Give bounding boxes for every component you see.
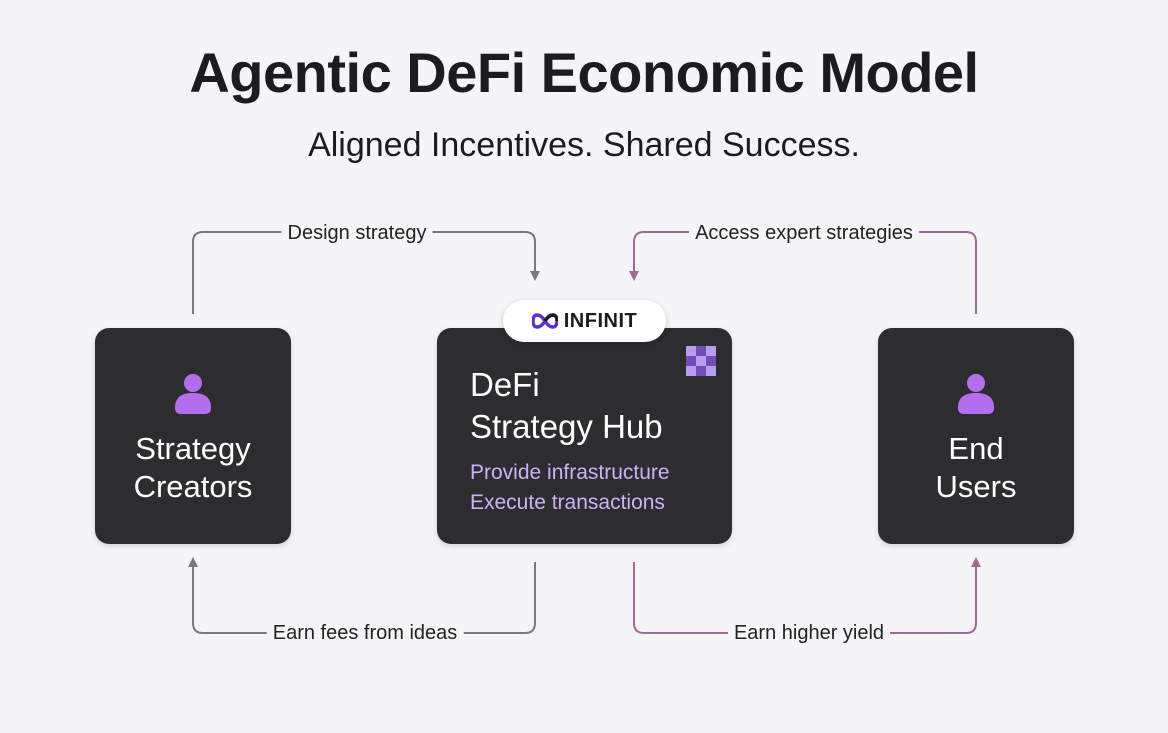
infinit-badge: INFINIT bbox=[503, 300, 666, 342]
creators-name-line1: Strategy bbox=[135, 431, 251, 466]
hub-title-line1: DeFi bbox=[470, 366, 540, 403]
strategy-creators-card: Strategy Creators bbox=[95, 328, 291, 544]
brand-name: INFINIT bbox=[563, 309, 638, 332]
hub-desc-line1: Provide infrastructure bbox=[470, 461, 670, 484]
hub-description: Provide infrastructure Execute transacti… bbox=[470, 458, 670, 518]
person-icon bbox=[175, 374, 211, 414]
strategy-creators-name: Strategy Creators bbox=[95, 430, 291, 506]
users-name-line1: End bbox=[948, 431, 1004, 466]
hub-title-line2: Strategy Hub bbox=[470, 408, 663, 445]
hub-desc-line2: Execute transactions bbox=[470, 491, 665, 514]
page-title: Agentic DeFi Economic Model bbox=[189, 41, 979, 104]
infinity-logo-icon bbox=[531, 313, 558, 329]
earn-yield-label: Earn higher yield bbox=[727, 622, 891, 645]
defi-strategy-hub-card: DeFi Strategy Hub Provide infrastructure… bbox=[437, 328, 732, 544]
users-name-line2: Users bbox=[935, 469, 1017, 504]
page-subtitle: Aligned Incentives. Shared Success. bbox=[308, 126, 860, 164]
person-icon bbox=[958, 374, 994, 414]
end-users-name: End Users bbox=[878, 430, 1074, 506]
creators-name-line2: Creators bbox=[133, 469, 253, 504]
end-users-card: End Users bbox=[878, 328, 1074, 544]
access-strategies-label: Access expert strategies bbox=[689, 222, 919, 245]
earn-fees-label: Earn fees from ideas bbox=[266, 622, 464, 645]
hub-title: DeFi Strategy Hub bbox=[470, 364, 663, 448]
checker-grid-icon bbox=[686, 346, 716, 376]
design-strategy-label: Design strategy bbox=[281, 222, 433, 245]
